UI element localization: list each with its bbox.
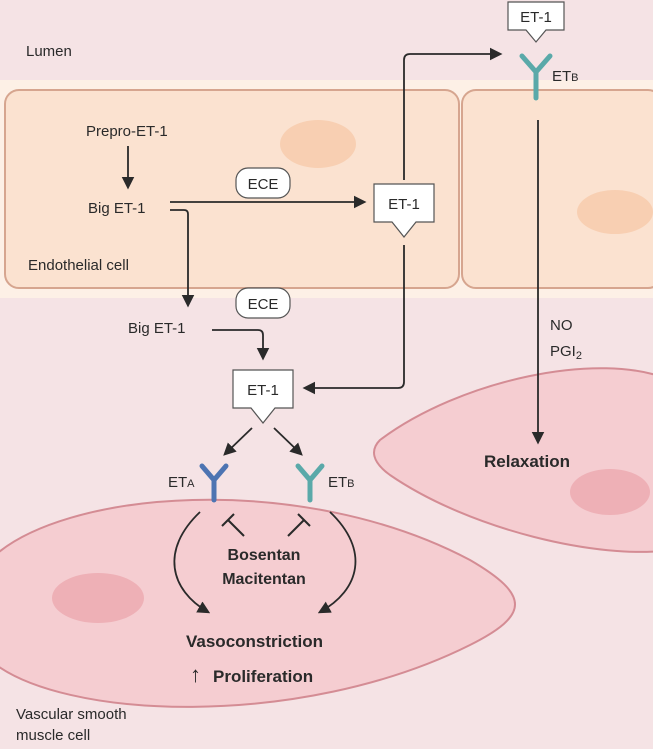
smc-nucleus-left xyxy=(52,573,144,623)
arrow-big-to-et1-bottom xyxy=(212,329,270,361)
proliferation-label: Proliferation xyxy=(213,667,313,686)
etb-top-receptor-icon xyxy=(519,53,553,101)
arrow-eta-to-vasoconstriction xyxy=(173,511,211,614)
endothelial-nucleus-right xyxy=(577,190,653,234)
inhibit-etb-bar xyxy=(297,513,311,527)
et1-mid-box: ET-1 xyxy=(373,183,435,238)
ece-top-label: ECE xyxy=(248,176,279,193)
et1-bottom-box: ET-1 xyxy=(232,369,294,424)
smooth-muscle-cell-left xyxy=(0,498,516,708)
lumen-label: Lumen xyxy=(26,43,72,60)
arrows xyxy=(121,47,545,614)
no-label: NO xyxy=(550,317,573,334)
vsmc-label-line2: muscle cell xyxy=(16,727,90,744)
etb-receptor-icon xyxy=(295,463,325,503)
big-et1-top-label: Big ET-1 xyxy=(88,200,146,217)
arrow-et1-to-etb xyxy=(273,427,303,456)
ece-bottom-box: ECE xyxy=(235,287,291,319)
eta-label: ETA xyxy=(168,474,195,491)
ece-top-box: ECE xyxy=(235,167,291,199)
etb-top-label: ETB xyxy=(552,68,579,85)
pgi2-label: PGI2 xyxy=(550,343,582,362)
et1-top-label: ET-1 xyxy=(520,9,552,26)
inhibition-marks xyxy=(221,513,311,537)
eta-receptor-icon xyxy=(199,463,229,503)
ece-bottom-label: ECE xyxy=(248,296,279,313)
inhibit-eta-bar xyxy=(221,513,235,527)
endothelial-cell-label: Endothelial cell xyxy=(28,257,129,274)
arrow-et1-to-smc xyxy=(302,245,405,395)
vsmc-label-line1: Vascular smooth xyxy=(16,706,127,723)
inhibit-etb-line xyxy=(287,519,305,537)
arrow-etb-to-vasoconstriction xyxy=(317,511,357,614)
macitentan-label: Macitentan xyxy=(222,571,306,588)
inhibit-eta-line xyxy=(227,519,245,537)
etb-label: ETB xyxy=(328,474,355,491)
arrow-et1-to-eta xyxy=(223,427,253,456)
arrow-big-to-big-bottom xyxy=(170,209,195,308)
endothelial-cell-right xyxy=(461,89,653,289)
big-et1-bottom-label: Big ET-1 xyxy=(128,320,186,337)
et1-mid-label: ET-1 xyxy=(388,196,420,213)
et1-top-box: ET-1 xyxy=(507,1,565,43)
prepro-et1-label: Prepro-ET-1 xyxy=(86,123,168,140)
proliferation-up-arrow: ↑ xyxy=(190,662,201,687)
arrow-et1-to-lumen xyxy=(403,47,503,180)
endothelial-nucleus-left xyxy=(280,120,356,168)
bosentan-label: Bosentan xyxy=(228,547,301,564)
vasoconstriction-label: Vasoconstriction xyxy=(186,632,323,651)
et1-bottom-label: ET-1 xyxy=(247,382,279,399)
smc-nucleus-right xyxy=(570,469,650,515)
relaxation-label: Relaxation xyxy=(484,452,570,471)
